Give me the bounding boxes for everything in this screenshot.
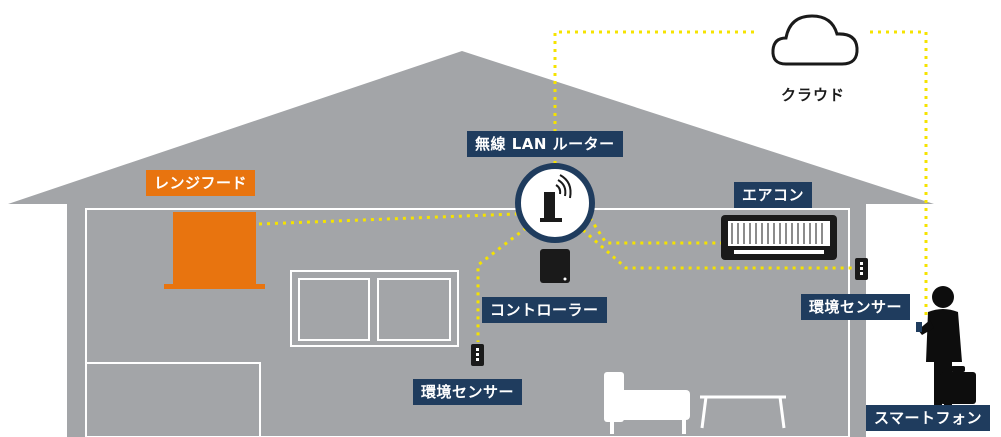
controller-label: コントローラー	[482, 297, 607, 323]
connection-lines	[258, 30, 928, 342]
cloud-label: クラウド	[781, 86, 846, 104]
router-label: 無線 LAN ルーター	[467, 131, 623, 157]
range-hood-icon	[164, 212, 265, 289]
range-hood-label: レンジフード	[146, 170, 256, 196]
sensor-icon	[471, 344, 484, 366]
table	[700, 395, 786, 429]
house-roof	[8, 51, 934, 437]
aircon-icon	[721, 215, 837, 260]
sofa	[604, 372, 690, 434]
env-sensor-left-label: 環境センサー	[413, 379, 523, 405]
wifi-router-icon	[515, 163, 595, 243]
interior-outline	[85, 208, 850, 437]
kitchen-counter	[85, 362, 261, 437]
window	[290, 270, 459, 347]
sensor-icon	[855, 258, 868, 280]
smartphone-label: スマートフォン	[866, 405, 991, 431]
aircon-label: エアコン	[734, 182, 813, 208]
controller-icon	[540, 249, 570, 283]
cloud-icon	[771, 14, 859, 66]
env-sensor-right-label: 環境センサー	[801, 294, 911, 320]
